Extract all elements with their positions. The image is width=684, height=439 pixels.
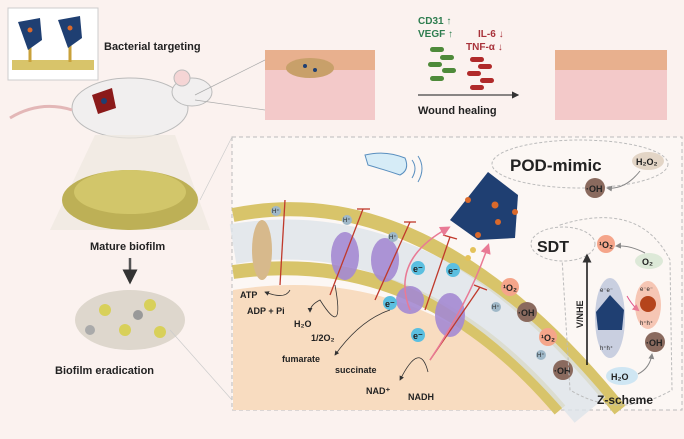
ultrasound-probe-icon <box>364 152 423 183</box>
mouse-illustration <box>9 69 213 139</box>
svg-text:·OH: ·OH <box>554 366 571 376</box>
svg-text:e⁻: e⁻ <box>448 266 458 276</box>
bacterial-targeting-label: Bacterial targeting <box>104 41 201 53</box>
healed-skin-tissue <box>555 50 667 120</box>
atp-label: ATP <box>240 290 257 300</box>
svg-text:·OH: ·OH <box>646 338 663 348</box>
marker-rods <box>428 47 494 90</box>
electron-badges: e⁻ e⁻ e⁻ e⁻ <box>383 261 460 342</box>
svg-text:H₂O: H₂O <box>611 372 629 382</box>
pod-mimic-label: POD-mimic <box>510 156 602 175</box>
sdt-singlet-o2-badge <box>597 235 615 253</box>
svg-text:H⁺: H⁺ <box>343 217 351 224</box>
vegf-label: VEGF ↑ <box>418 29 453 40</box>
svg-text:e⁻e⁻: e⁻e⁻ <box>640 287 653 293</box>
cd31-label: CD31 ↑ <box>418 16 451 27</box>
svg-text:·OH: ·OH <box>586 184 603 194</box>
svg-text:H⁺: H⁺ <box>389 234 397 241</box>
svg-text:e⁻e⁻: e⁻e⁻ <box>600 288 613 294</box>
nad-label: NAD⁺ <box>366 386 390 396</box>
infected-skin-tissue <box>265 50 375 120</box>
v-nhe-label: V/NHE <box>575 300 585 328</box>
svg-text:e⁻: e⁻ <box>413 264 423 274</box>
wound-healing-label: Wound healing <box>418 105 497 117</box>
succinate-label: succinate <box>335 365 377 375</box>
cytoplasm <box>233 285 560 410</box>
svg-text:H⁺: H⁺ <box>537 352 545 359</box>
half-o2-label: 1/2O₂ <box>311 333 335 343</box>
svg-text:H⁺: H⁺ <box>492 304 500 311</box>
svg-text:H₂O₂: H₂O₂ <box>636 157 658 167</box>
bacterial-targeting-inset <box>7 7 99 81</box>
eradicated-biofilm-illustration <box>75 290 185 350</box>
pod-mimic-bubble <box>491 139 669 189</box>
svg-text:e⁻: e⁻ <box>413 331 423 341</box>
svg-text:h⁺h⁺: h⁺h⁺ <box>640 320 653 327</box>
biofilm-eradication-label: Biofilm eradication <box>55 365 154 377</box>
nanoparticle <box>450 172 518 261</box>
proton-badges: H⁺ H⁺ H⁺ H⁺ H⁺ <box>271 206 546 360</box>
adp-pi-label: ADP + Pi <box>247 306 285 316</box>
nadh-label: NADH <box>408 392 434 402</box>
svg-text:¹O₂: ¹O₂ <box>541 333 555 343</box>
svg-text:¹O₂: ¹O₂ <box>599 240 613 250</box>
o2-badge <box>635 253 663 269</box>
h2o-label: H₂O <box>294 319 312 329</box>
zscheme-oh-badge <box>645 332 665 352</box>
svg-text:O₂: O₂ <box>642 257 653 267</box>
il6-label: IL-6 ↓ <box>478 29 504 40</box>
svg-text:H⁺: H⁺ <box>272 208 280 215</box>
sdt-bubble <box>530 226 596 262</box>
pod-oh-badge <box>585 178 605 198</box>
fumarate-label: fumarate <box>282 354 320 364</box>
sdt-label: SDT <box>537 239 569 256</box>
svg-text:¹O₂: ¹O₂ <box>503 283 517 293</box>
z-scheme-label: Z-scheme <box>597 393 653 407</box>
mature-biofilm-label: Mature biofilm <box>90 241 165 253</box>
tnf-label: TNF-α ↓ <box>466 42 503 53</box>
svg-text:·OH: ·OH <box>518 308 535 318</box>
h2o-badge <box>606 367 638 385</box>
mature-biofilm-illustration <box>62 170 198 230</box>
h2o2-badge <box>632 152 664 170</box>
svg-text:h⁺h⁺: h⁺h⁺ <box>600 345 613 352</box>
svg-text:e⁻: e⁻ <box>385 299 395 309</box>
